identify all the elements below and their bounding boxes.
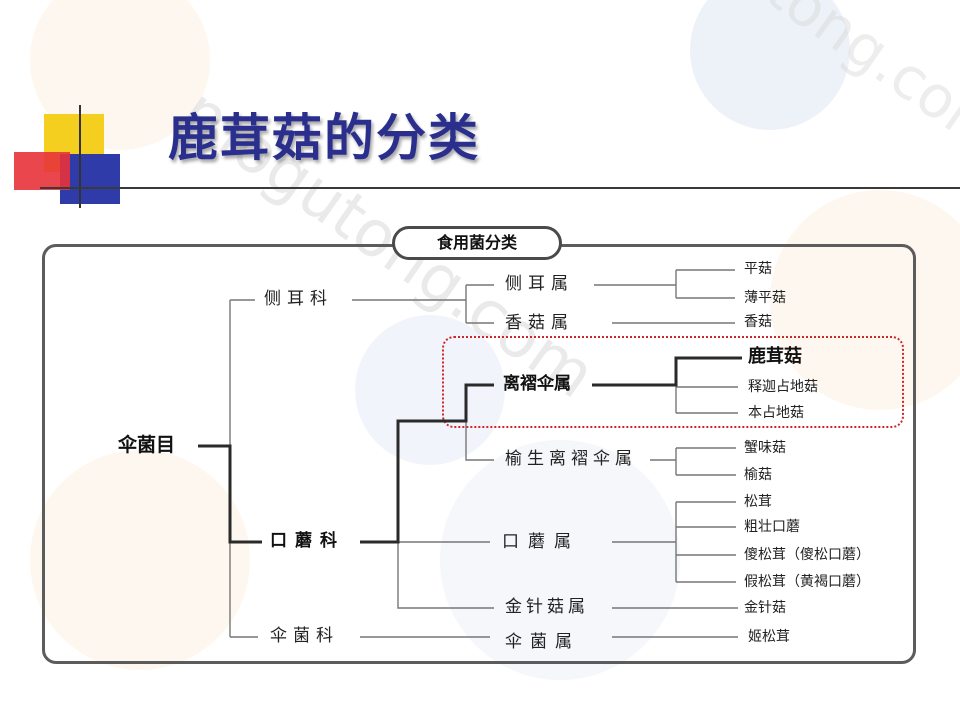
node-species-benzhan: 本占地菇: [748, 405, 804, 421]
node-family-sanjun: 伞菌科: [270, 626, 339, 646]
page-title: 鹿茸菇的分类: [168, 109, 480, 167]
node-species-bopinggu: 薄平菇: [744, 290, 786, 306]
highlight-box: [442, 336, 904, 428]
connector-cereshu: [594, 269, 735, 299]
node-species-xianggu: 香菇: [744, 314, 772, 330]
node-species-shijia: 释迦占地菇: [748, 379, 818, 395]
node-genus-jinzhen: 金针菇属: [505, 597, 589, 617]
node-species-yugu: 榆菇: [744, 467, 772, 483]
panel-label: 食用菌分类: [392, 226, 562, 260]
connector-koumoshu: [612, 501, 736, 583]
connector-root-bold: [198, 444, 262, 544]
node-genus-lizhe: 离褶伞属: [503, 374, 571, 394]
node-species-jinzhengu: 金针菇: [744, 600, 786, 616]
node-species-xiewei: 蟹味菇: [744, 440, 786, 456]
connector-cereshi-branch: [465, 284, 494, 324]
node-species-pinggu: 平菇: [744, 261, 772, 277]
connector-lizhe-shijia: [675, 358, 738, 414]
node-species-jisongrong: 姬松茸: [748, 629, 790, 645]
node-species-jiasong: 假松茸（黄褐口蘑）: [744, 574, 870, 590]
node-species-shasong: 傻松茸（傻松口蘑）: [744, 547, 870, 563]
node-genus-sanjun: 伞菌属: [505, 632, 580, 652]
node-genus-yusheng: 榆生离褶伞属: [505, 449, 637, 469]
title-decoration: [14, 105, 960, 208]
connector-kouqo-bold: [360, 383, 494, 544]
connector-lizhe-bold: [592, 356, 742, 387]
connector-yusheng: [650, 447, 736, 476]
connector-kouqo-yusheng: [465, 410, 494, 461]
node-species-cuzhuang: 粗壮口蘑: [744, 519, 800, 535]
connector-kouqo-jinzhen: [397, 542, 494, 609]
node-genus-cereshu: 侧耳属: [505, 274, 574, 294]
node-genus-koumo: 口蘑属: [502, 532, 580, 552]
node-family-kouqo: 口蘑科: [270, 531, 345, 551]
node-root: 伞菌目: [118, 434, 176, 456]
node-species-songrong: 松茸: [744, 494, 772, 510]
node-family-cereshi: 侧耳科: [264, 289, 333, 309]
node-genus-xianggu: 香菇属: [505, 313, 574, 333]
node-species-lurong: 鹿茸菇: [748, 346, 802, 367]
